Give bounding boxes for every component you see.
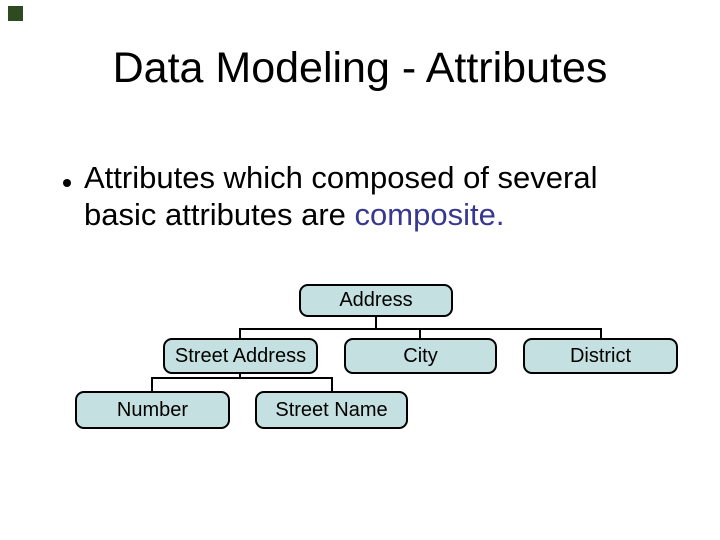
connector-address-drop	[375, 315, 377, 329]
node-label-city: City	[403, 344, 438, 367]
bullet-marker	[63, 179, 71, 187]
composite-highlight: composite	[354, 197, 496, 232]
bullet-line-2: basic attributes are composite.	[84, 196, 664, 233]
node-label-address: Address	[339, 289, 413, 311]
diagram-node-city: City	[344, 338, 497, 374]
connector-tick-district	[600, 328, 602, 339]
diagram-node-district: District	[523, 338, 678, 374]
connector-tick-street-name	[331, 377, 333, 391]
connector-tick-street-address	[239, 328, 241, 338]
diagram-node-address: Address	[299, 284, 453, 317]
connector-tick-number	[151, 377, 153, 391]
node-label-number: Number	[116, 398, 189, 421]
sentence-period: .	[495, 197, 505, 232]
connector-street-address-drop	[239, 372, 241, 379]
connector-tick-city	[419, 328, 421, 338]
bullet-line-2-prefix: basic attributes are	[84, 197, 355, 232]
connector-rail-level3	[151, 377, 333, 379]
bullet-item: Attributes which composed of several bas…	[84, 159, 664, 233]
bullet-line-1: Attributes which composed of several	[84, 160, 598, 195]
slide-title: Data Modeling - Attributes	[112, 44, 608, 92]
corner-logo-mark	[8, 6, 23, 21]
diagram-node-street-name: Street Name	[255, 391, 408, 429]
node-label-street-address: Street Address	[174, 344, 307, 367]
node-label-street-name: Street Name	[275, 398, 388, 421]
node-label-district: District	[569, 344, 632, 367]
diagram-node-number: Number	[75, 391, 230, 429]
diagram-node-street-address: Street Address	[163, 338, 318, 374]
